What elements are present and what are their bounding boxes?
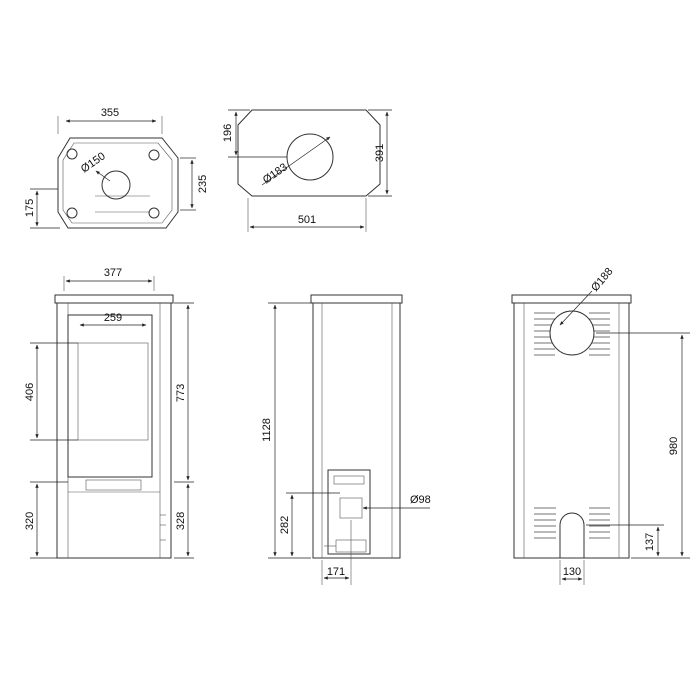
top-view-foot-circle <box>66 207 78 219</box>
front-base-right-label: 328 <box>175 512 187 530</box>
side-top-plate <box>310 294 403 304</box>
top-plate-outline <box>237 109 381 197</box>
top-view-outline <box>57 137 179 229</box>
front-ash-drawer <box>85 479 142 491</box>
back-view: Ø188 980 137 130 <box>511 266 690 585</box>
back-top-plate <box>511 294 632 304</box>
top-depth-left-label: 175 <box>24 199 36 217</box>
top-plate-pipe-leader <box>261 136 331 186</box>
side-height-label: 1128 <box>261 418 273 442</box>
back-air-inlet-opening <box>559 512 585 559</box>
back-inlet-height-label: 137 <box>644 533 656 551</box>
front-top-plate <box>54 294 174 304</box>
front-base-left-label: 320 <box>24 512 36 530</box>
back-lower-vent-slots <box>534 507 610 539</box>
plate-height-label: 391 <box>374 144 386 162</box>
side-view: 1128 282 171 Ø98 <box>261 294 431 585</box>
side-air-inlet-pipe <box>339 497 363 519</box>
top-width-label: 355 <box>101 107 119 119</box>
front-view: 377 259 406 773 320 328 <box>24 267 194 559</box>
front-body <box>56 302 172 559</box>
side-inlet-label: Ø98 <box>410 494 431 506</box>
top-depth-right-label: 235 <box>197 175 209 193</box>
top-view-foot-circle <box>148 149 160 161</box>
side-air-inlet-housing <box>327 469 371 555</box>
side-air-inlet-flange <box>333 475 365 485</box>
side-inlet-height-label: 282 <box>279 516 291 534</box>
back-pipe-height-label: 980 <box>668 437 680 455</box>
back-pipe-label: Ø188 <box>589 266 615 294</box>
top-view-inner-outline <box>62 142 173 224</box>
plate-pipe-label: Ø183 <box>261 161 290 186</box>
top-view-foot-circle <box>148 207 160 219</box>
back-flue-circle <box>549 310 595 356</box>
top-pipe-label: Ø150 <box>79 150 108 175</box>
top-view: 355 Ø150 235 175 <box>24 107 209 229</box>
front-upper-label: 773 <box>175 384 187 402</box>
front-glass <box>77 342 149 441</box>
side-inlet-offset-label: 171 <box>327 566 345 578</box>
top-view-foot-circle <box>66 148 78 160</box>
top-view-flue-circle <box>101 170 131 200</box>
top-plate-view: 196 Ø183 391 501 <box>222 109 392 232</box>
front-door <box>67 314 153 478</box>
glass-height-label: 406 <box>24 383 36 401</box>
glass-width-label: 259 <box>104 312 122 324</box>
front-width-label: 377 <box>104 267 122 279</box>
top-view-pipe-leader <box>95 170 111 182</box>
plate-offset-label: 196 <box>222 124 234 142</box>
side-body <box>312 302 401 559</box>
plate-width-label: 501 <box>298 214 316 226</box>
back-inlet-width-label: 130 <box>563 566 581 578</box>
top-plate-flue-circle <box>286 133 334 181</box>
back-pipe-leader <box>559 290 593 326</box>
